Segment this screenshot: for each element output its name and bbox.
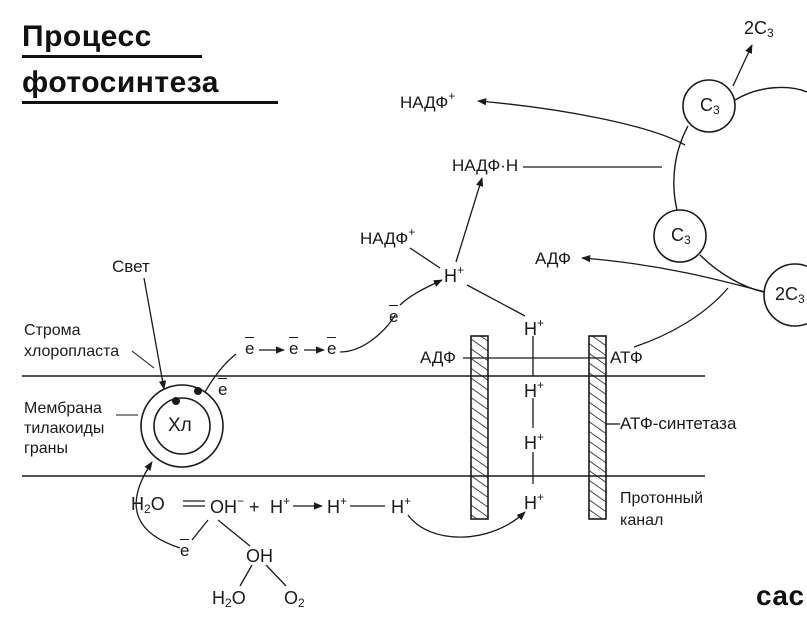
two-c3-top-label: 2C3	[744, 18, 774, 40]
cycle-to-adp	[581, 255, 766, 293]
electron-5: e	[218, 378, 228, 399]
nadp-to-h	[409, 247, 441, 269]
nadp-plus-top: НАДФ+	[400, 89, 456, 112]
page-title-line2: фотосинтеза	[22, 66, 219, 99]
atp-to-cycle	[633, 287, 729, 348]
nadp-plus-mid: НАДФ+	[360, 225, 416, 248]
oh-to-e	[191, 519, 209, 541]
cycle-arc-right	[734, 86, 807, 101]
membrane-label: Мембрана	[24, 400, 102, 417]
electron-1: e	[245, 337, 255, 358]
cycle-arc-left	[673, 125, 689, 211]
h-plus-2: H+	[327, 494, 348, 517]
h-plus-3: H+	[391, 494, 412, 517]
e-path-up	[339, 314, 396, 353]
electron-3: e	[327, 337, 337, 358]
electron-dot-1	[172, 397, 180, 405]
thylakoid-label: тилакоиды	[24, 420, 105, 437]
h-to-channel-bottom	[407, 511, 526, 538]
oh-to-oh	[217, 519, 251, 547]
channel-label: канал	[620, 512, 664, 529]
corner-fragment-text: сас	[756, 580, 805, 611]
adp-left-label: АДФ	[420, 348, 456, 367]
chlorophyll-label: Хл	[168, 415, 192, 436]
chlorophyll-outer-circle	[140, 384, 224, 468]
h-to-channel-h	[466, 284, 526, 317]
electron-6: e	[180, 539, 190, 560]
h2o-left: H2O	[131, 494, 165, 516]
two-c3-right-label: 2C3	[775, 284, 805, 306]
c3-circle-top	[682, 79, 736, 133]
c3-circle-mid	[653, 209, 707, 263]
cycle-to-nadp-plus	[477, 98, 686, 146]
h-plus-channel-2: H+	[524, 378, 545, 401]
grana-label: граны	[24, 440, 68, 457]
c3-top-label: C3	[700, 95, 720, 117]
oh-to-o2	[265, 564, 287, 587]
oh-lower: OH	[246, 546, 273, 566]
title-underline-2	[22, 101, 278, 104]
h-plus-channel-1: H+	[524, 316, 545, 339]
h2o-bottom: H2O	[212, 588, 246, 610]
electron-4: e	[389, 305, 399, 326]
cycle-arc-lower	[699, 254, 765, 293]
chlorophyll-inner-circle	[153, 397, 211, 455]
adp-top-label: АДФ	[535, 249, 571, 268]
h-plus-top: H+	[444, 263, 465, 286]
page-title-line1: Процесс	[22, 20, 152, 53]
c3-mid-label: C3	[671, 225, 691, 247]
oh-to-h2o	[239, 564, 253, 587]
atp-right-label: АТФ	[610, 348, 643, 367]
stroma-pointer	[131, 350, 155, 369]
h-plus-1: H+	[270, 494, 291, 517]
h-to-nadph-arrow	[455, 177, 484, 263]
light-arrow	[143, 277, 167, 390]
chloroplast-label: хлоропласта	[24, 343, 120, 360]
electron-2: e	[289, 337, 299, 358]
atp-synthase-right-bar	[588, 335, 607, 520]
h-plus-channel-4: H+	[524, 490, 545, 513]
e-back-to-chl	[135, 461, 181, 549]
h-plus-channel-3: H+	[524, 430, 545, 453]
oh-minus: OH− +	[210, 494, 260, 517]
chl-to-e	[204, 353, 237, 393]
e-to-h	[399, 279, 443, 306]
cycle-to-2c3-top	[732, 44, 753, 87]
title-underline-1	[22, 55, 202, 58]
proton-label: Протонный	[620, 490, 704, 507]
stroma-label: Строма	[24, 322, 81, 339]
light-label: Свет	[112, 257, 150, 276]
atp-synthase-left-bar	[470, 335, 489, 520]
o2-bottom: O2	[284, 588, 305, 610]
atp-synthase-label: АТФ-синтетаза	[620, 414, 737, 433]
nadph-label: НАДФ·Н	[452, 156, 519, 175]
two-c3-circle	[763, 263, 807, 327]
electron-dot-2	[194, 387, 202, 395]
